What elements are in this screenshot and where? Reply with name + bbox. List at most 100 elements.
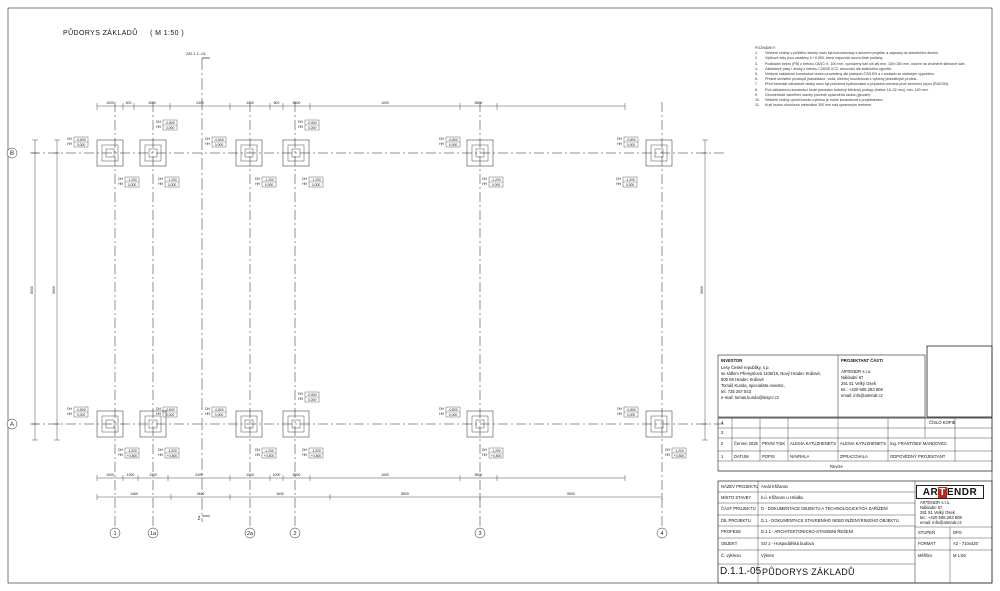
level-tag-A-top-5-hh: HH — [617, 412, 622, 416]
level-tag-A-bottom-2-v2: +0,800 — [264, 454, 275, 458]
projektant-line: email: info@artendr.cz — [841, 393, 883, 398]
logo-right-text: ENDR — [946, 486, 978, 498]
titleblock-value: D.1 - DOKUMENTACE STAVEBNÍHO NEBO INŽENÝ… — [761, 518, 899, 523]
footing-B-1-inner — [101, 144, 119, 162]
level-tag-B-bottom-1-dh: DH — [158, 177, 163, 181]
note-number: 6. — [755, 77, 758, 82]
level-tag-B-bottom-3-v2: 0,000 — [312, 183, 321, 187]
dim-top-8: 5500 — [475, 101, 483, 105]
logo-mid-text: T — [938, 486, 947, 498]
dim-bottom1-8: 5500 — [475, 473, 483, 477]
vykres-title: PŮDORYS ZÁKLADŮ — [762, 567, 855, 577]
footing-B-2-inner — [287, 144, 305, 162]
revision-date: Červen 2025 — [734, 441, 758, 446]
level-tag-B-top-3-dh: DH — [298, 120, 303, 124]
level-tag-B-top-1-v2: 0,000 — [166, 126, 175, 130]
level-tag-A-bottom-3-v2: +0,800 — [311, 454, 322, 458]
titleblock-right-value: M 1:50 — [953, 553, 966, 558]
titleblock-value: Areál Křižanov — [761, 484, 789, 489]
note-number: 4. — [755, 66, 758, 71]
dim-top-6: 5500 — [293, 101, 301, 105]
level-tag-B-top-1-v1: -0,800 — [165, 121, 175, 125]
level-tag-A-top-2-hh: HH — [205, 412, 210, 416]
note-text: Základové pasy / desky z betonu C25/30 X… — [765, 66, 893, 71]
level-tag-B-top-3-v1: -0,800 — [307, 121, 317, 125]
level-tag-B-top-0-hh: HH — [67, 142, 72, 146]
note-row: 1.Veškeré změny v průběhu stavby musí bý… — [755, 51, 987, 56]
level-tag-B-bottom-4-v1: -1,200 — [491, 178, 501, 182]
titleblock-frame — [717, 480, 993, 584]
footing-B-1-outer — [96, 139, 124, 167]
revision-drawn: ALESIA KATUZHENETS — [790, 441, 836, 446]
company-line: ARTENDR s.r.o. — [920, 500, 951, 505]
company-line: email: info@artendr.cz — [920, 520, 962, 525]
notes-title: POZNÁMKY: — [755, 46, 776, 50]
revision-num: 4 — [721, 420, 724, 425]
level-tag-A-top-1-dh: DH — [156, 407, 161, 411]
dim-bottom1-3: 2400 — [195, 473, 203, 477]
footing-B-3-outer — [466, 139, 494, 167]
grid-bubble-label-A: A — [10, 422, 14, 428]
dim-left-1: 5600 — [52, 286, 56, 294]
grid-bubble-label-B: B — [10, 151, 14, 157]
dim-top-2: 1000 — [148, 101, 156, 105]
level-tag-B-top-0-dh: DH — [67, 137, 72, 141]
titleblock-label: ČÁST PROJEKTU — [721, 506, 756, 511]
revision-header-desc: POPIS — [762, 454, 775, 459]
dim-bottom1-0: 1000 — [106, 473, 114, 477]
level-tag-A-top-4-v1: -0,800 — [448, 408, 458, 412]
note-number: 2. — [755, 56, 758, 61]
level-tag-B-bottom-1-v2: 0,000 — [168, 183, 177, 187]
level-tag-A-bottom-5-v1: -1,200 — [674, 449, 684, 453]
footing-B-2a-inner — [240, 144, 258, 162]
level-tag-B-top-0-v2: 0,000 — [77, 143, 86, 147]
level-tag-A-bottom-0-hh: HH — [118, 453, 123, 457]
drawing-number-label: Č. výkresu — [721, 553, 741, 558]
level-tag-A-top-2-v1: -0,800 — [214, 408, 224, 412]
section-number: 2 — [198, 516, 201, 522]
notes-list: 1.Veškeré změny v průběhu stavby musí bý… — [755, 51, 987, 108]
footing-A-4-core — [654, 419, 664, 429]
dim-bottom2-1: 2400 — [197, 492, 205, 496]
dim-bottom1-6: 5500 — [293, 473, 301, 477]
note-text: Veškeré změny v průběhu stavby musí být … — [765, 51, 939, 56]
scale-text: ( M 1:50 ) — [150, 30, 185, 37]
level-tag-B-top-2-v1: -0,800 — [214, 138, 224, 142]
titleblock-right-value: DPS — [953, 530, 962, 535]
revision-header-date: DATUM — [734, 454, 749, 459]
dim-top-3: 2400 — [196, 101, 204, 105]
projektant-line: tel.: +420 605 283 808 — [841, 387, 883, 392]
projektant-line: Nákladní 67 — [841, 375, 864, 380]
level-tag-B-top-5-hh: HH — [617, 142, 622, 146]
note-text: Přesné umístění prostupů (kanalizace, vo… — [765, 77, 918, 82]
footing-B-2a-outer — [235, 139, 263, 167]
footing-B-1a-outer — [139, 139, 167, 167]
dim-bottom1-2: 1300 — [149, 473, 157, 477]
note-row: 4. Základové pasy / desky z betonu C25/30… — [755, 67, 987, 72]
grid-bubble-A — [6, 418, 18, 430]
note-text: Veškeré základové konstrukce budou prove… — [765, 72, 935, 77]
level-tag-B-top-5-v1: -0,800 — [626, 138, 636, 142]
footing-A-3-core — [475, 419, 485, 429]
level-tag-A-bottom-1-v1: -1,200 — [167, 449, 177, 453]
investor-line: Tomáš Kunda, specialista investic, — [721, 383, 785, 388]
level-tag-B-top-4-hh: HH — [439, 142, 444, 146]
level-tag-A-bottom-0-v1: -1,200 — [127, 449, 137, 453]
note-text: Výškové kóty jsou vztaženy k +0,000, kte… — [765, 56, 884, 61]
level-tag-A-top-4-v2: 0,000 — [449, 413, 458, 417]
footing-A-2-outer — [282, 410, 310, 438]
footing-B-4-inner — [650, 144, 668, 162]
grid-bubble-label-1a: 1a — [150, 531, 157, 537]
level-tag-A-top-3-dh: DH — [298, 392, 303, 396]
level-tag-B-bottom-4-dh: DH — [482, 177, 487, 181]
titleblock-value: k.ú. Křižanov u Hrádku — [761, 495, 804, 500]
footing-B-1a-inner — [144, 144, 162, 162]
copy-number-label: ČÍSLO KOPIE — [929, 420, 956, 425]
footing-B-2a-core — [244, 148, 254, 158]
level-tag-A-top-0-dh: DH — [67, 407, 72, 411]
dim-top-1: 400 — [126, 101, 132, 105]
dim-top-0: 1000 — [106, 101, 114, 105]
dim-top-7: 1000 — [381, 101, 389, 105]
projektant-label: PROJEKTANT ČÁSTI — [841, 358, 883, 363]
level-tag-A-bottom-3-v1: -1,200 — [311, 449, 321, 453]
